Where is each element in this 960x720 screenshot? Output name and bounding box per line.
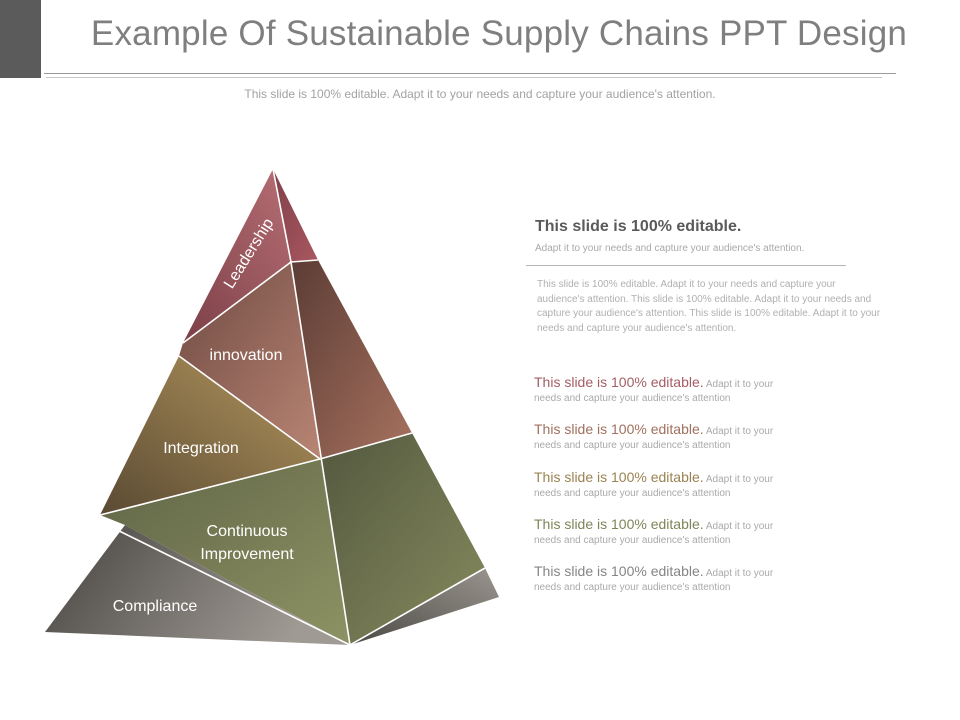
list-item-text-line2: needs and capture your audience's attent…: [534, 440, 731, 452]
list-item-text-line2: needs and capture your audience's attent…: [534, 582, 731, 594]
list-item-text: Adapt it to your: [703, 426, 774, 438]
panel-heading: This slide is 100% editable.: [535, 218, 742, 235]
list-item: This slide is 100% editable. Adapt it to…: [534, 563, 864, 610]
page-subtitle: This slide is 100% editable. Adapt it to…: [244, 87, 716, 101]
title-divider-secondary: [46, 77, 882, 78]
point-list: This slide is 100% editable. Adapt it to…: [534, 374, 864, 610]
page-title: Example Of Sustainable Supply Chains PPT…: [90, 14, 908, 53]
integration-segment[interactable]: [100, 356, 320, 515]
leadership-segment[interactable]: [183, 169, 291, 343]
innovation-segment[interactable]: [179, 262, 320, 459]
list-item-text: Adapt it to your: [703, 473, 774, 485]
list-item-text-line2: needs and capture your audience's attent…: [534, 393, 731, 404]
list-item-text-line2: needs and capture your audience's attent…: [534, 487, 731, 499]
panel-subheading: Adapt it to your needs and capture your …: [535, 243, 805, 254]
continuous-improvement-segment[interactable]: [100, 459, 350, 645]
title-divider: [44, 73, 896, 74]
panel-divider: [526, 265, 846, 266]
list-item-heading: This slide is 100% editable.: [534, 468, 704, 485]
compliance-label: Compliance: [113, 598, 198, 615]
panel-body-text: This slide is 100% editable. Adapt it to…: [537, 279, 881, 334]
list-item-text: Adapt it to your: [703, 568, 774, 580]
innovation-label: innovation: [210, 347, 283, 364]
list-item-heading: This slide is 100% editable.: [534, 563, 704, 580]
list-item-heading: This slide is 100% editable.: [534, 374, 704, 390]
list-item: This slide is 100% editable. Adapt it to…: [534, 374, 864, 421]
leadership-right-face: [273, 169, 318, 262]
pyramid-separators: [96, 168, 486, 646]
list-item-text: Adapt it to your: [703, 520, 774, 532]
list-item: This slide is 100% editable. Adapt it to…: [534, 421, 864, 468]
list-item: This slide is 100% editable. Adapt it to…: [534, 516, 864, 563]
improvement-label: Improvement: [200, 546, 294, 563]
list-item-text-line2: needs and capture your audience's attent…: [534, 534, 731, 546]
list-item-heading: This slide is 100% editable.: [534, 515, 704, 532]
continuous-label: Continuous: [207, 523, 288, 540]
continuous-right-face: [320, 433, 485, 645]
corner-block: [0, 0, 41, 78]
innovation-right-face: [291, 260, 412, 459]
compliance-right-face: [350, 568, 499, 645]
list-item-text: Adapt it to your: [703, 379, 774, 390]
list-item: This slide is 100% editable. Adapt it to…: [534, 469, 864, 516]
list-item-heading: This slide is 100% editable.: [534, 421, 704, 438]
integration-label: Integration: [163, 440, 239, 457]
compliance-segment[interactable]: [45, 525, 350, 645]
